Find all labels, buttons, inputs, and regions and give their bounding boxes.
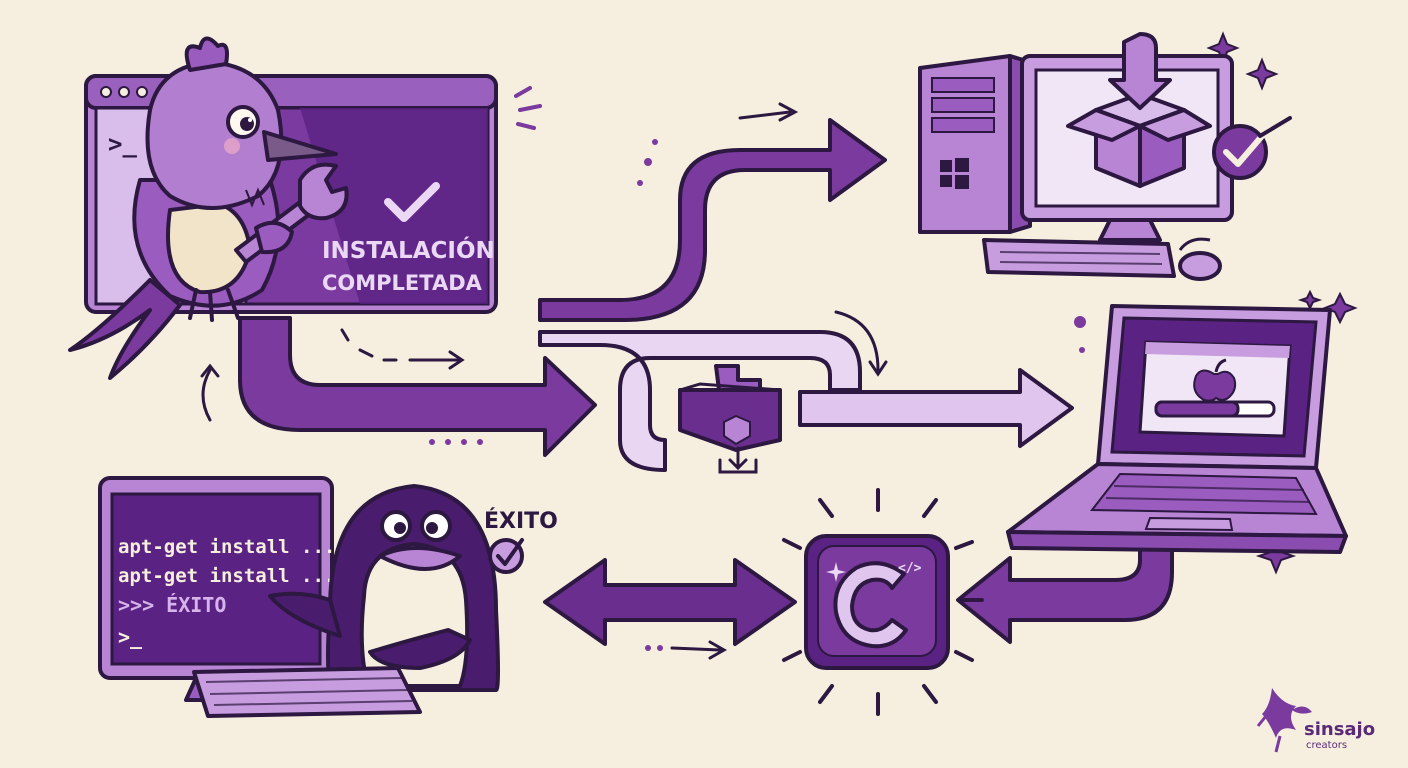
- windows-logo-icon: [940, 158, 969, 189]
- arrow-to-installer: [238, 316, 597, 457]
- prompt-glyph: >_: [108, 130, 137, 158]
- install-progress-fill: [1154, 400, 1240, 418]
- wrench-icon: [234, 162, 349, 264]
- terminal-line-1: apt-get install ...: [118, 536, 335, 558]
- success-label: ÉXITO: [484, 508, 558, 534]
- bird-mascot-icon: [68, 36, 338, 380]
- arrow-to-laptop: [798, 368, 1074, 448]
- status-line-2: COMPLETADA: [322, 271, 483, 295]
- terminal-line-3: >>> ÉXITO: [118, 593, 226, 617]
- c-language-icon: </>: [782, 488, 984, 716]
- apple-laptop-icon: [1006, 304, 1348, 554]
- double-arrow-penguin-c: [543, 558, 797, 646]
- sinsajo-logo: sinsajo creators: [1256, 688, 1375, 753]
- keyboard-icon: [192, 628, 472, 718]
- package-box-icon: [1066, 32, 1212, 188]
- svg-text:</>: </>: [898, 561, 922, 576]
- arrow-laptop-to-c: [956, 528, 1174, 644]
- success-badge: ÉXITO: [484, 508, 558, 574]
- dashed-accents: [200, 102, 1205, 660]
- brand-name: sinsajo: [1304, 719, 1375, 740]
- install-success-check: [1212, 116, 1292, 180]
- terminal-line-2: apt-get install ...: [118, 565, 335, 587]
- arrow-to-windows: [538, 118, 887, 322]
- terminal-line-4: >_: [118, 625, 143, 649]
- brand-sub: creators: [1306, 740, 1347, 751]
- status-line-1: INSTALACIÓN: [322, 236, 495, 264]
- pale-flow-band: [538, 330, 862, 472]
- terminal-monitor: apt-get install ... apt-get install ... …: [98, 476, 335, 702]
- apple-logo-icon: [1193, 358, 1237, 402]
- installer-package-icon: [678, 364, 782, 474]
- check-icon: [384, 182, 440, 222]
